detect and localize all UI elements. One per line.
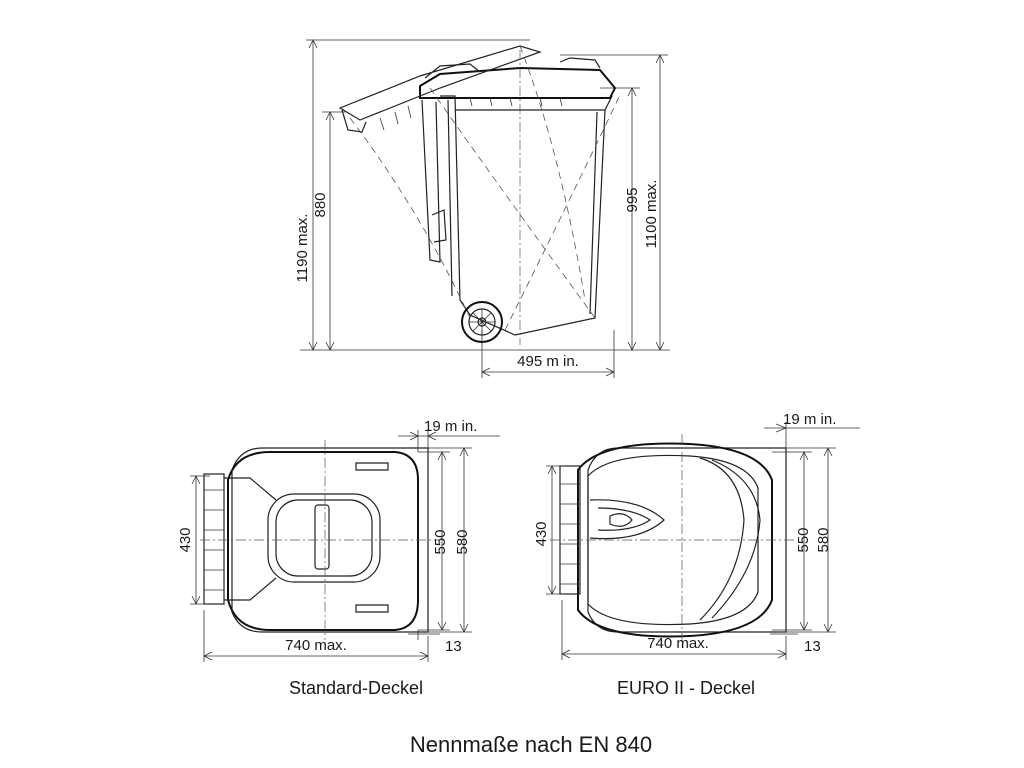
dim-handle-euro: 430 [533, 521, 550, 546]
caption-standard: Standard-Deckel [289, 678, 423, 698]
dim-height-total: 1100 max. [643, 180, 660, 249]
dim-height-lid-open: 1190 max. [294, 214, 311, 283]
dim-length-euro: 740 max. [647, 635, 709, 652]
dim-inner-width: 550 [432, 529, 449, 554]
dim-handle: 430 [177, 527, 194, 552]
dim-outer-width: 580 [454, 529, 471, 554]
dim-outer-width-euro: 580 [815, 527, 832, 552]
dim-height-body: 995 [624, 187, 641, 212]
dim-inner-width-euro: 550 [795, 527, 812, 552]
dim-wheel-width: 495 m in. [517, 353, 579, 370]
dim-height-rim: 880 [312, 192, 329, 217]
caption-euro: EURO II - Deckel [617, 678, 755, 698]
footer-title: Nennmaße nach EN 840 [410, 732, 652, 757]
dim-length: 740 max. [285, 637, 347, 654]
dim-gap-top-euro: 19 m in. [783, 411, 836, 428]
top-view-standard: 19 m in. 430 550 580 740 max. 13 Standar… [177, 418, 500, 698]
side-view: 1190 max. 880 995 1100 max. 495 m in. [294, 39, 670, 378]
dim-gap-top: 19 m in. [424, 418, 477, 435]
dim-gap-bottom: 13 [445, 638, 462, 655]
top-view-euro: 19 m in. 430 550 580 740 max. 13 EURO II… [533, 411, 860, 698]
dim-gap-bottom-euro: 13 [804, 638, 821, 655]
